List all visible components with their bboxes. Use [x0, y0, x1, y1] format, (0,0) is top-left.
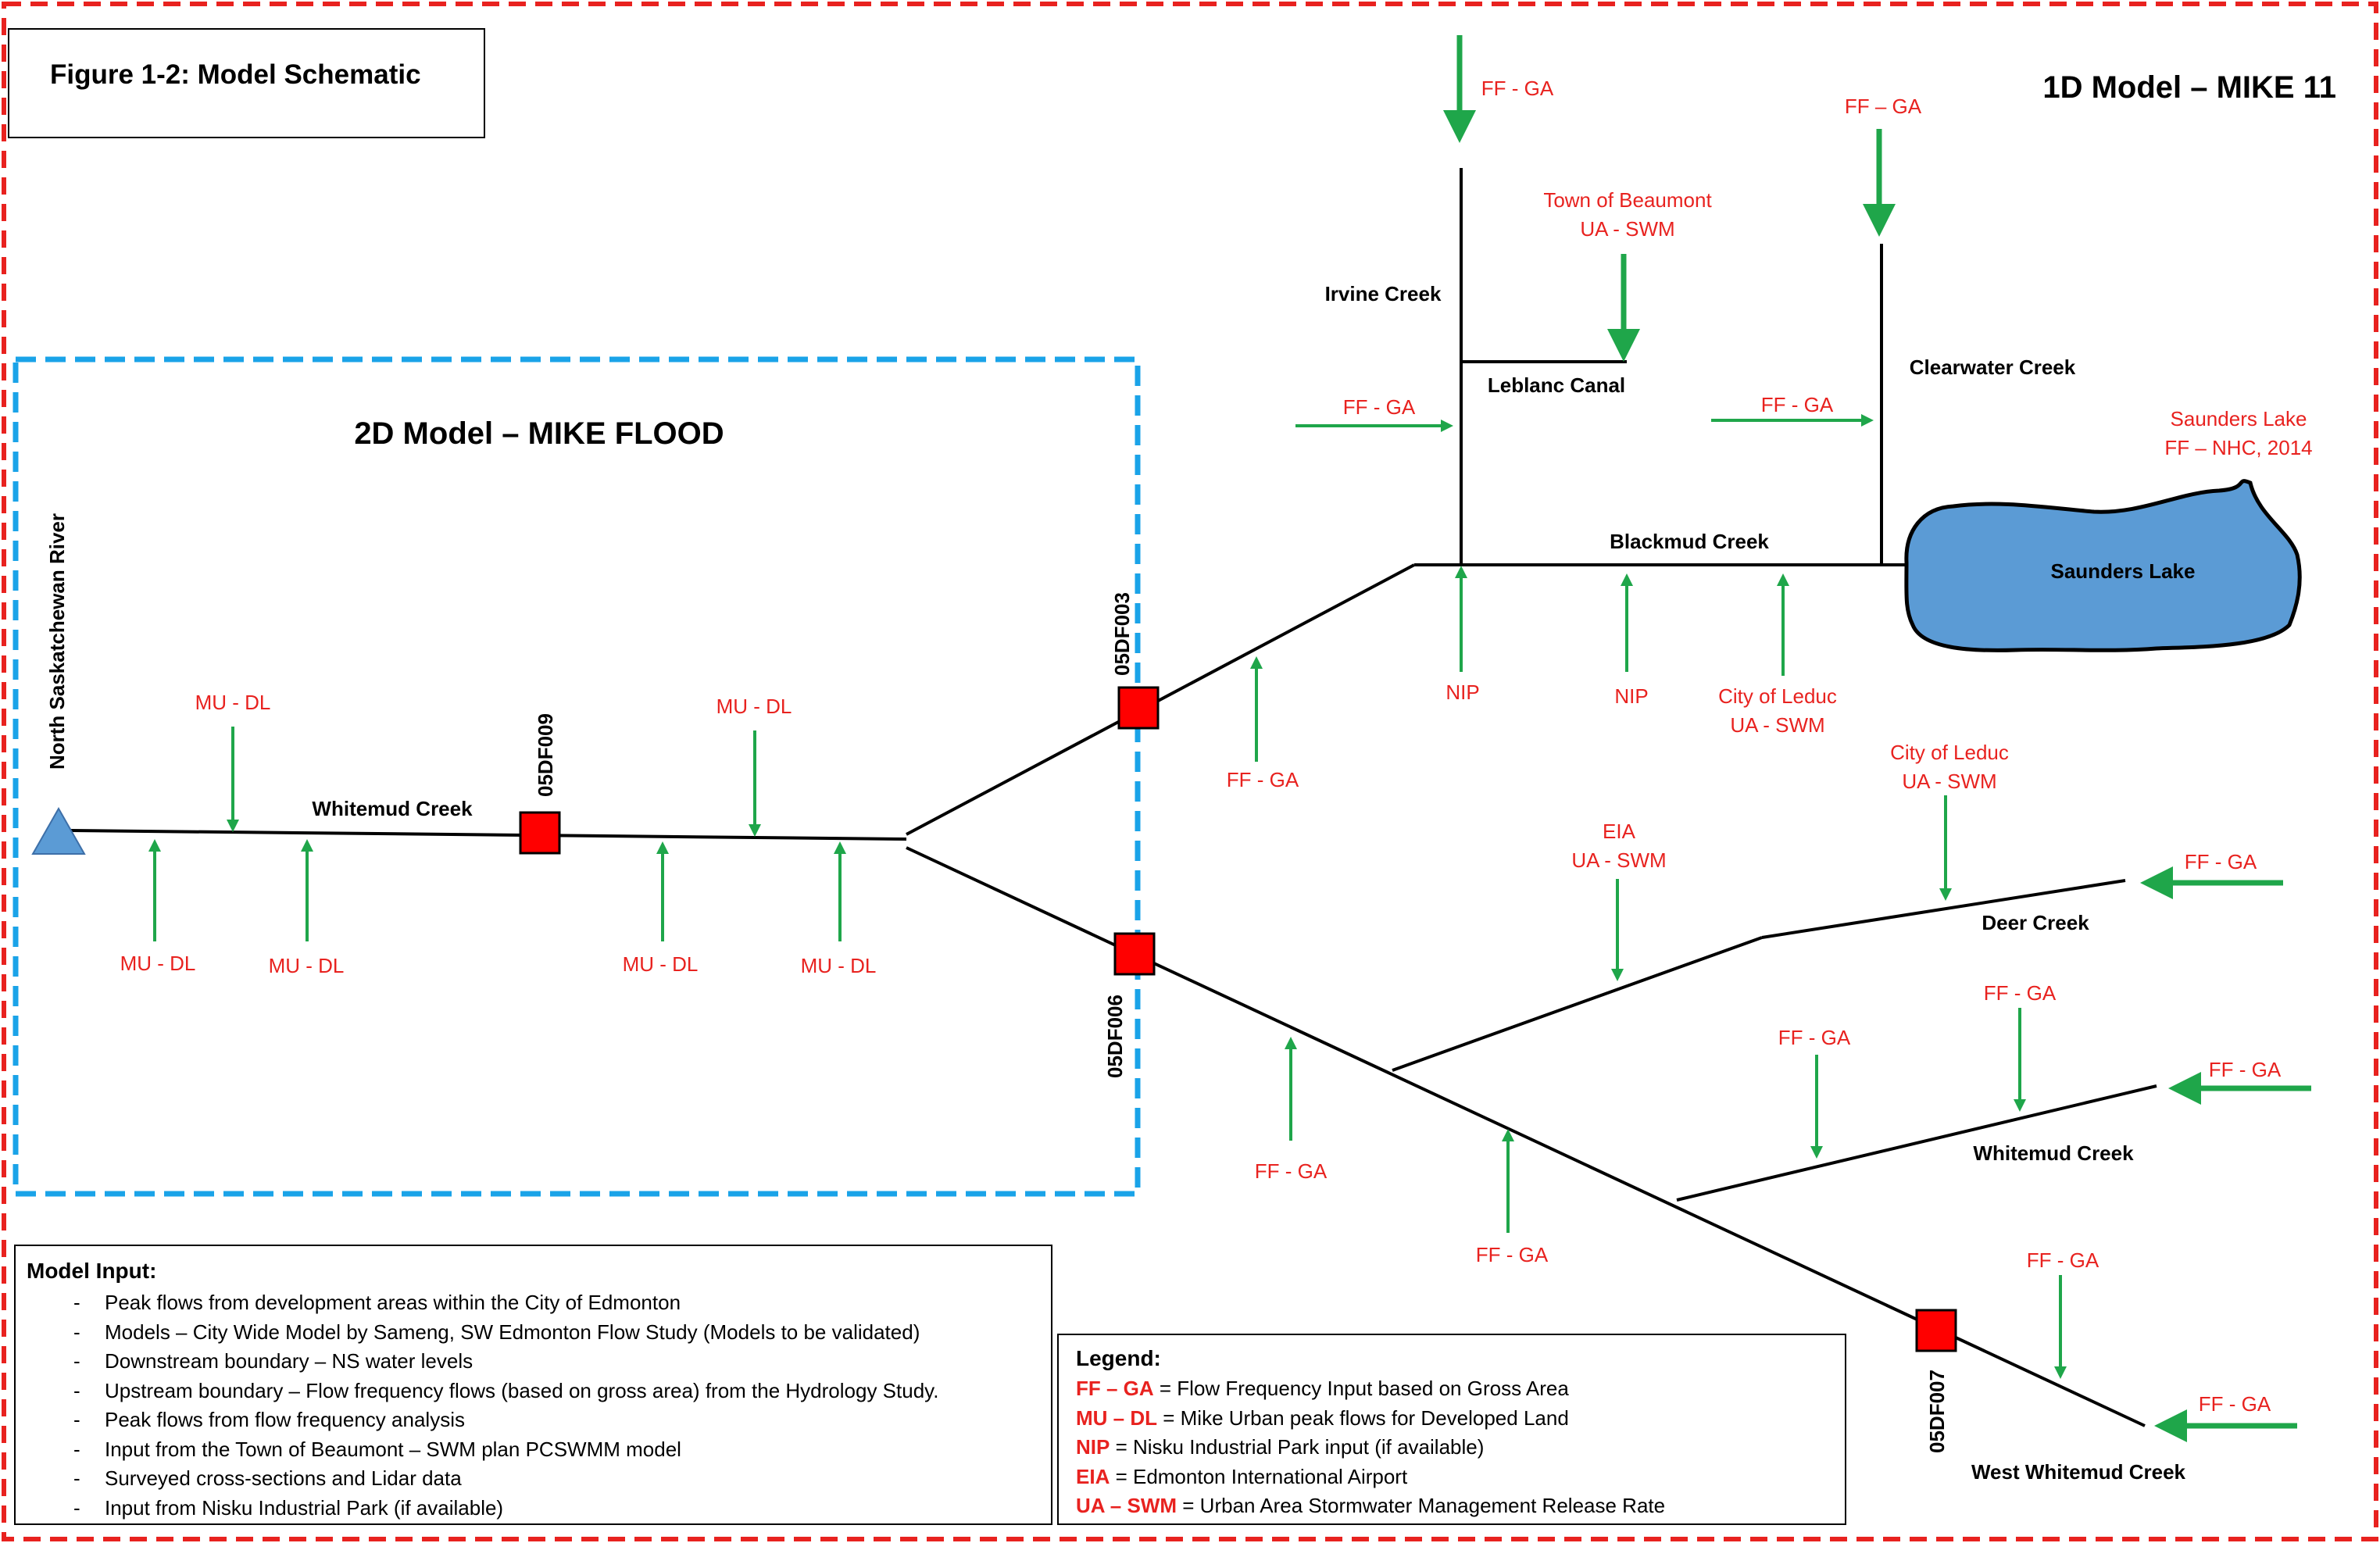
list-item: -Downstream boundary – NS water levels	[73, 1349, 473, 1373]
legend-item: FF – GA = Flow Frequency Input based on …	[1076, 1377, 1569, 1400]
eia-label: EIA	[1603, 820, 1636, 843]
figure-title-box: Figure 1-2: Model Schematic	[8, 28, 485, 138]
blackmud-lower-line	[906, 563, 1415, 836]
ff-ga-label: FF - GA	[1481, 77, 1554, 100]
mu-dl-label: MU - DL	[801, 954, 877, 977]
ff-ga-label: FF - GA	[2185, 850, 2257, 873]
ff-ga-label: FF - GA	[1227, 768, 1299, 791]
downstream-boundary-marker	[31, 806, 86, 855]
whitemud-upper-label: Whitemud Creek	[1973, 1141, 2134, 1165]
model-2d-boundary	[13, 356, 1141, 1197]
deer-line-b	[1761, 879, 2126, 939]
ff-ga-label: FF - GA	[1778, 1026, 1851, 1049]
river-network	[70, 168, 2157, 1427]
beaumont-swm-label: UA - SWM	[1580, 217, 1674, 241]
model-1d-title: 1D Model – MIKE 11	[2042, 70, 2336, 105]
mu-dl-label: MU - DL	[269, 954, 345, 977]
model-2d-title: 2D Model – MIKE FLOOD	[354, 416, 724, 451]
legend-box: Legend: FF – GA = Flow Frequency Input b…	[1057, 1334, 1846, 1525]
model-input-heading: Model Input:	[27, 1259, 157, 1283]
leduc-label: City of Leduc	[1718, 684, 1837, 708]
saunders-lake-shape	[1904, 479, 2302, 652]
ff-ga-label: FF – GA	[1845, 95, 1922, 118]
deer-label: Deer Creek	[1982, 911, 2089, 934]
mu-dl-label: MU - DL	[623, 952, 699, 976]
legend-heading: Legend:	[1076, 1346, 1161, 1370]
list-item: -Input from Nisku Industrial Park (if av…	[73, 1495, 504, 1520]
gauge-05DF009-marker	[519, 811, 561, 855]
saunders-source-label: FF – NHC, 2014	[2164, 436, 2312, 459]
leduc-deer-label: City of Leduc	[1890, 741, 2009, 764]
gauge-05DF006-label: 05DF006	[1103, 995, 1127, 1078]
mu-dl-label: MU - DL	[120, 952, 196, 975]
whitemud-lower-line	[70, 829, 907, 841]
gauge-05DF007-label: 05DF007	[1925, 1370, 1949, 1453]
nip-label: NIP	[1446, 680, 1479, 704]
saunders-lake-label: Saunders Lake	[2051, 559, 2196, 583]
model-input-box: Model Input: -Peak flows from developmen…	[14, 1245, 1052, 1525]
gauge-05DF007-marker	[1915, 1309, 1957, 1352]
irvine-label: Irvine Creek	[1325, 282, 1442, 305]
west-whitemud-label: West Whitemud Creek	[1971, 1460, 2186, 1484]
deer-line-a	[1392, 936, 1763, 1072]
gauge-05DF003-marker	[1117, 686, 1160, 730]
beaumont-label: Town of Beaumont	[1543, 188, 1712, 212]
leduc-swm-label: UA - SWM	[1730, 713, 1824, 737]
gauge-05DF003-label: 05DF003	[1110, 592, 1134, 676]
clearwater-label: Clearwater Creek	[1910, 355, 2076, 379]
list-item: -Upstream boundary – Flow frequency flow…	[73, 1378, 939, 1402]
ff-ga-label: FF - GA	[1476, 1243, 1549, 1266]
ff-ga-label: FF - GA	[1984, 981, 2057, 1005]
blackmud-label: Blackmud Creek	[1610, 530, 1769, 553]
list-item: -Peak flows from flow frequency analysis	[73, 1408, 465, 1431]
list-item: -Input from the Town of Beaumont – SWM p…	[73, 1437, 681, 1461]
nip-label: NIP	[1614, 684, 1648, 708]
legend-item: EIA = Edmonton International Airport	[1076, 1464, 1408, 1488]
gauge-05DF006-marker	[1113, 932, 1156, 976]
list-item: -Models – City Wide Model by Sameng, SW …	[73, 1320, 920, 1344]
whitemud-upper-line	[1676, 1084, 2157, 1202]
whitemud-lower-label: Whitemud Creek	[312, 797, 473, 820]
saunders-inflow-label: Saunders Lake	[2171, 407, 2307, 430]
ff-ga-label: FF - GA	[1255, 1159, 1328, 1183]
ff-ga-label: FF - GA	[1343, 395, 1416, 419]
mu-dl-label: MU - DL	[717, 695, 792, 718]
ff-ga-label: FF - GA	[1761, 393, 1834, 416]
thick-inflow-arrows	[1443, 35, 2311, 1442]
list-item: -Surveyed cross-sections and Lidar data	[73, 1466, 462, 1490]
north-saskatchewan-label: North Saskatchewan River	[45, 513, 69, 770]
gauge-05DF009-label: 05DF009	[534, 713, 557, 797]
ff-ga-label: FF - GA	[2209, 1058, 2282, 1081]
ff-ga-label: FF - GA	[2199, 1392, 2271, 1416]
thin-inflow-arrows	[148, 414, 2067, 1379]
mu-dl-label: MU - DL	[195, 691, 271, 714]
list-item: -Peak flows from development areas withi…	[73, 1291, 681, 1314]
legend-item: UA – SWM = Urban Area Stormwater Managem…	[1076, 1494, 1666, 1517]
legend-item: MU – DL = Mike Urban peak flows for Deve…	[1076, 1405, 1569, 1430]
leblanc-label: Leblanc Canal	[1488, 373, 1625, 397]
ff-ga-label: FF - GA	[2027, 1248, 2099, 1272]
leduc-deer-swm-label: UA - SWM	[1902, 770, 1996, 793]
figure-title: Figure 1-2: Model Schematic	[50, 59, 421, 90]
eia-swm-label: UA - SWM	[1571, 848, 1666, 872]
legend-item: NIP = Nisku Industrial Park input (if av…	[1076, 1435, 1485, 1459]
